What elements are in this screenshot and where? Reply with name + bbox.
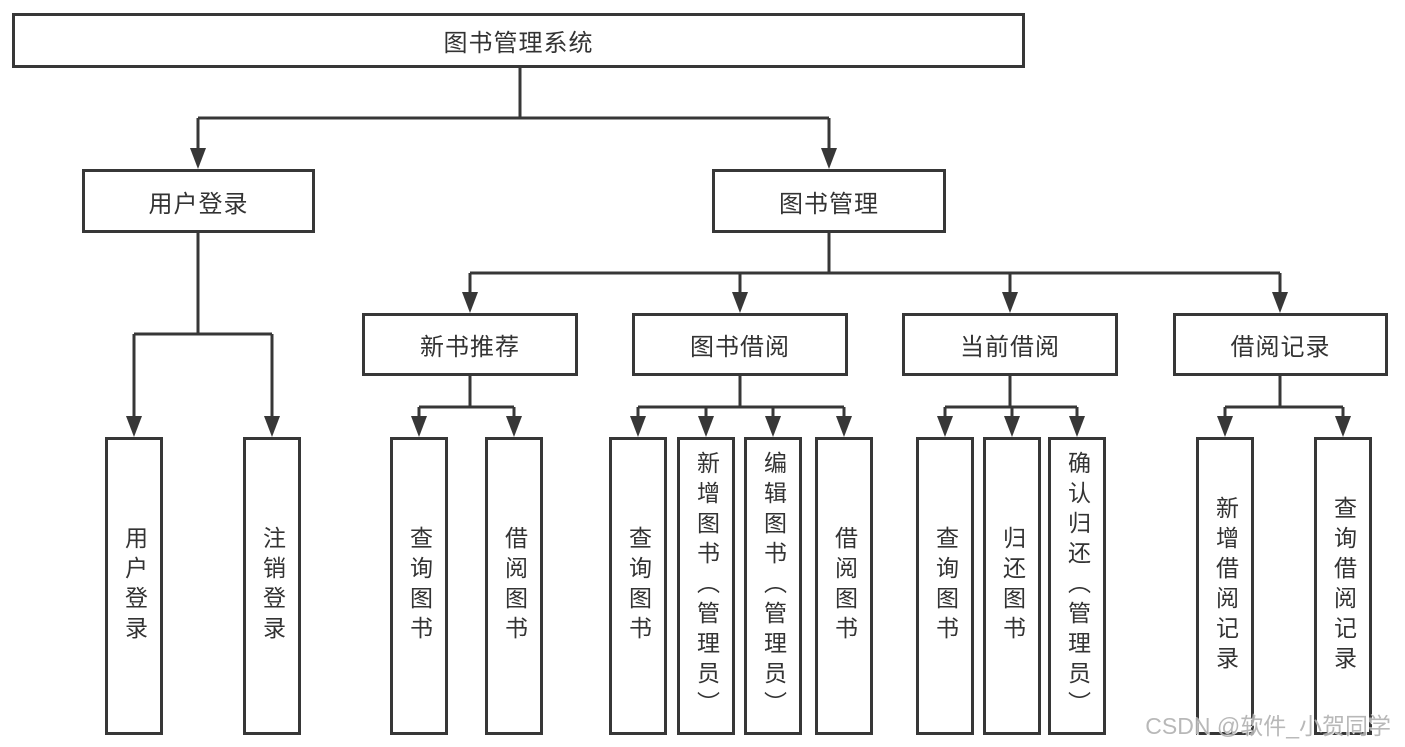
leaf-label: 新增图书（管理员） [693, 451, 720, 721]
csdn-watermark: CSDN @软件_小贺同学 [1145, 713, 1391, 739]
leaf-label: 新增借阅记录 [1212, 496, 1239, 676]
connector-lines [132, 67, 1345, 421]
leaf-label: 查询图书 [625, 526, 652, 646]
leaf-current-query-books: 查询图书 [916, 437, 974, 735]
leaf-label: 查询借阅记录 [1330, 496, 1357, 676]
leaf-label: 借阅图书 [501, 526, 528, 646]
leaf-newbook-borrow-books: 借阅图书 [485, 437, 543, 735]
leaf-newbook-query-books: 查询图书 [390, 437, 448, 735]
node-label: 新书推荐 [420, 334, 520, 361]
node-label: 用户登录 [148, 190, 249, 218]
leaf-borrowing-borrow-books: 借阅图书 [815, 437, 873, 735]
leaf-label: 注销登录 [259, 526, 286, 646]
node-user-login: 用户登录 [82, 169, 315, 233]
node-label: 借阅记录 [1230, 334, 1331, 361]
leaf-label: 编辑图书（管理员） [760, 451, 787, 721]
leaf-label: 归还图书 [999, 526, 1026, 646]
node-label: 图书借阅 [690, 334, 790, 361]
leaf-records-add-borrow-record: 新增借阅记录 [1196, 437, 1254, 735]
leaf-label: 用户登录 [121, 526, 148, 646]
node-library-management-system: 图书管理系统 [12, 13, 1025, 68]
leaf-label: 查询图书 [406, 526, 433, 646]
leaf-current-return-books: 归还图书 [983, 437, 1041, 735]
leaf-label: 确认归还（管理员） [1064, 451, 1091, 721]
leaf-records-query-borrow-record: 查询借阅记录 [1314, 437, 1372, 735]
node-new-book-recommend: 新书推荐 [362, 313, 578, 376]
leaf-borrowing-add-books-admin: 新增图书（管理员） [677, 437, 735, 735]
leaf-user-login: 用户登录 [105, 437, 163, 735]
node-book-management: 图书管理 [712, 169, 946, 233]
node-label: 图书管理系统 [443, 30, 594, 57]
node-label: 当前借阅 [960, 334, 1060, 361]
leaf-label: 借阅图书 [831, 526, 858, 646]
node-current-borrowing: 当前借阅 [902, 313, 1118, 376]
leaf-label: 查询图书 [932, 526, 959, 646]
leaf-logout: 注销登录 [243, 437, 301, 735]
arrow-down-icons [126, 148, 1351, 437]
leaf-borrowing-edit-books-admin: 编辑图书（管理员） [744, 437, 802, 735]
node-label: 图书管理 [779, 190, 879, 218]
leaf-borrowing-query-books: 查询图书 [609, 437, 667, 735]
leaf-current-confirm-return-admin: 确认归还（管理员） [1048, 437, 1106, 735]
node-borrowing-records: 借阅记录 [1173, 313, 1388, 376]
node-book-borrowing: 图书借阅 [632, 313, 848, 376]
